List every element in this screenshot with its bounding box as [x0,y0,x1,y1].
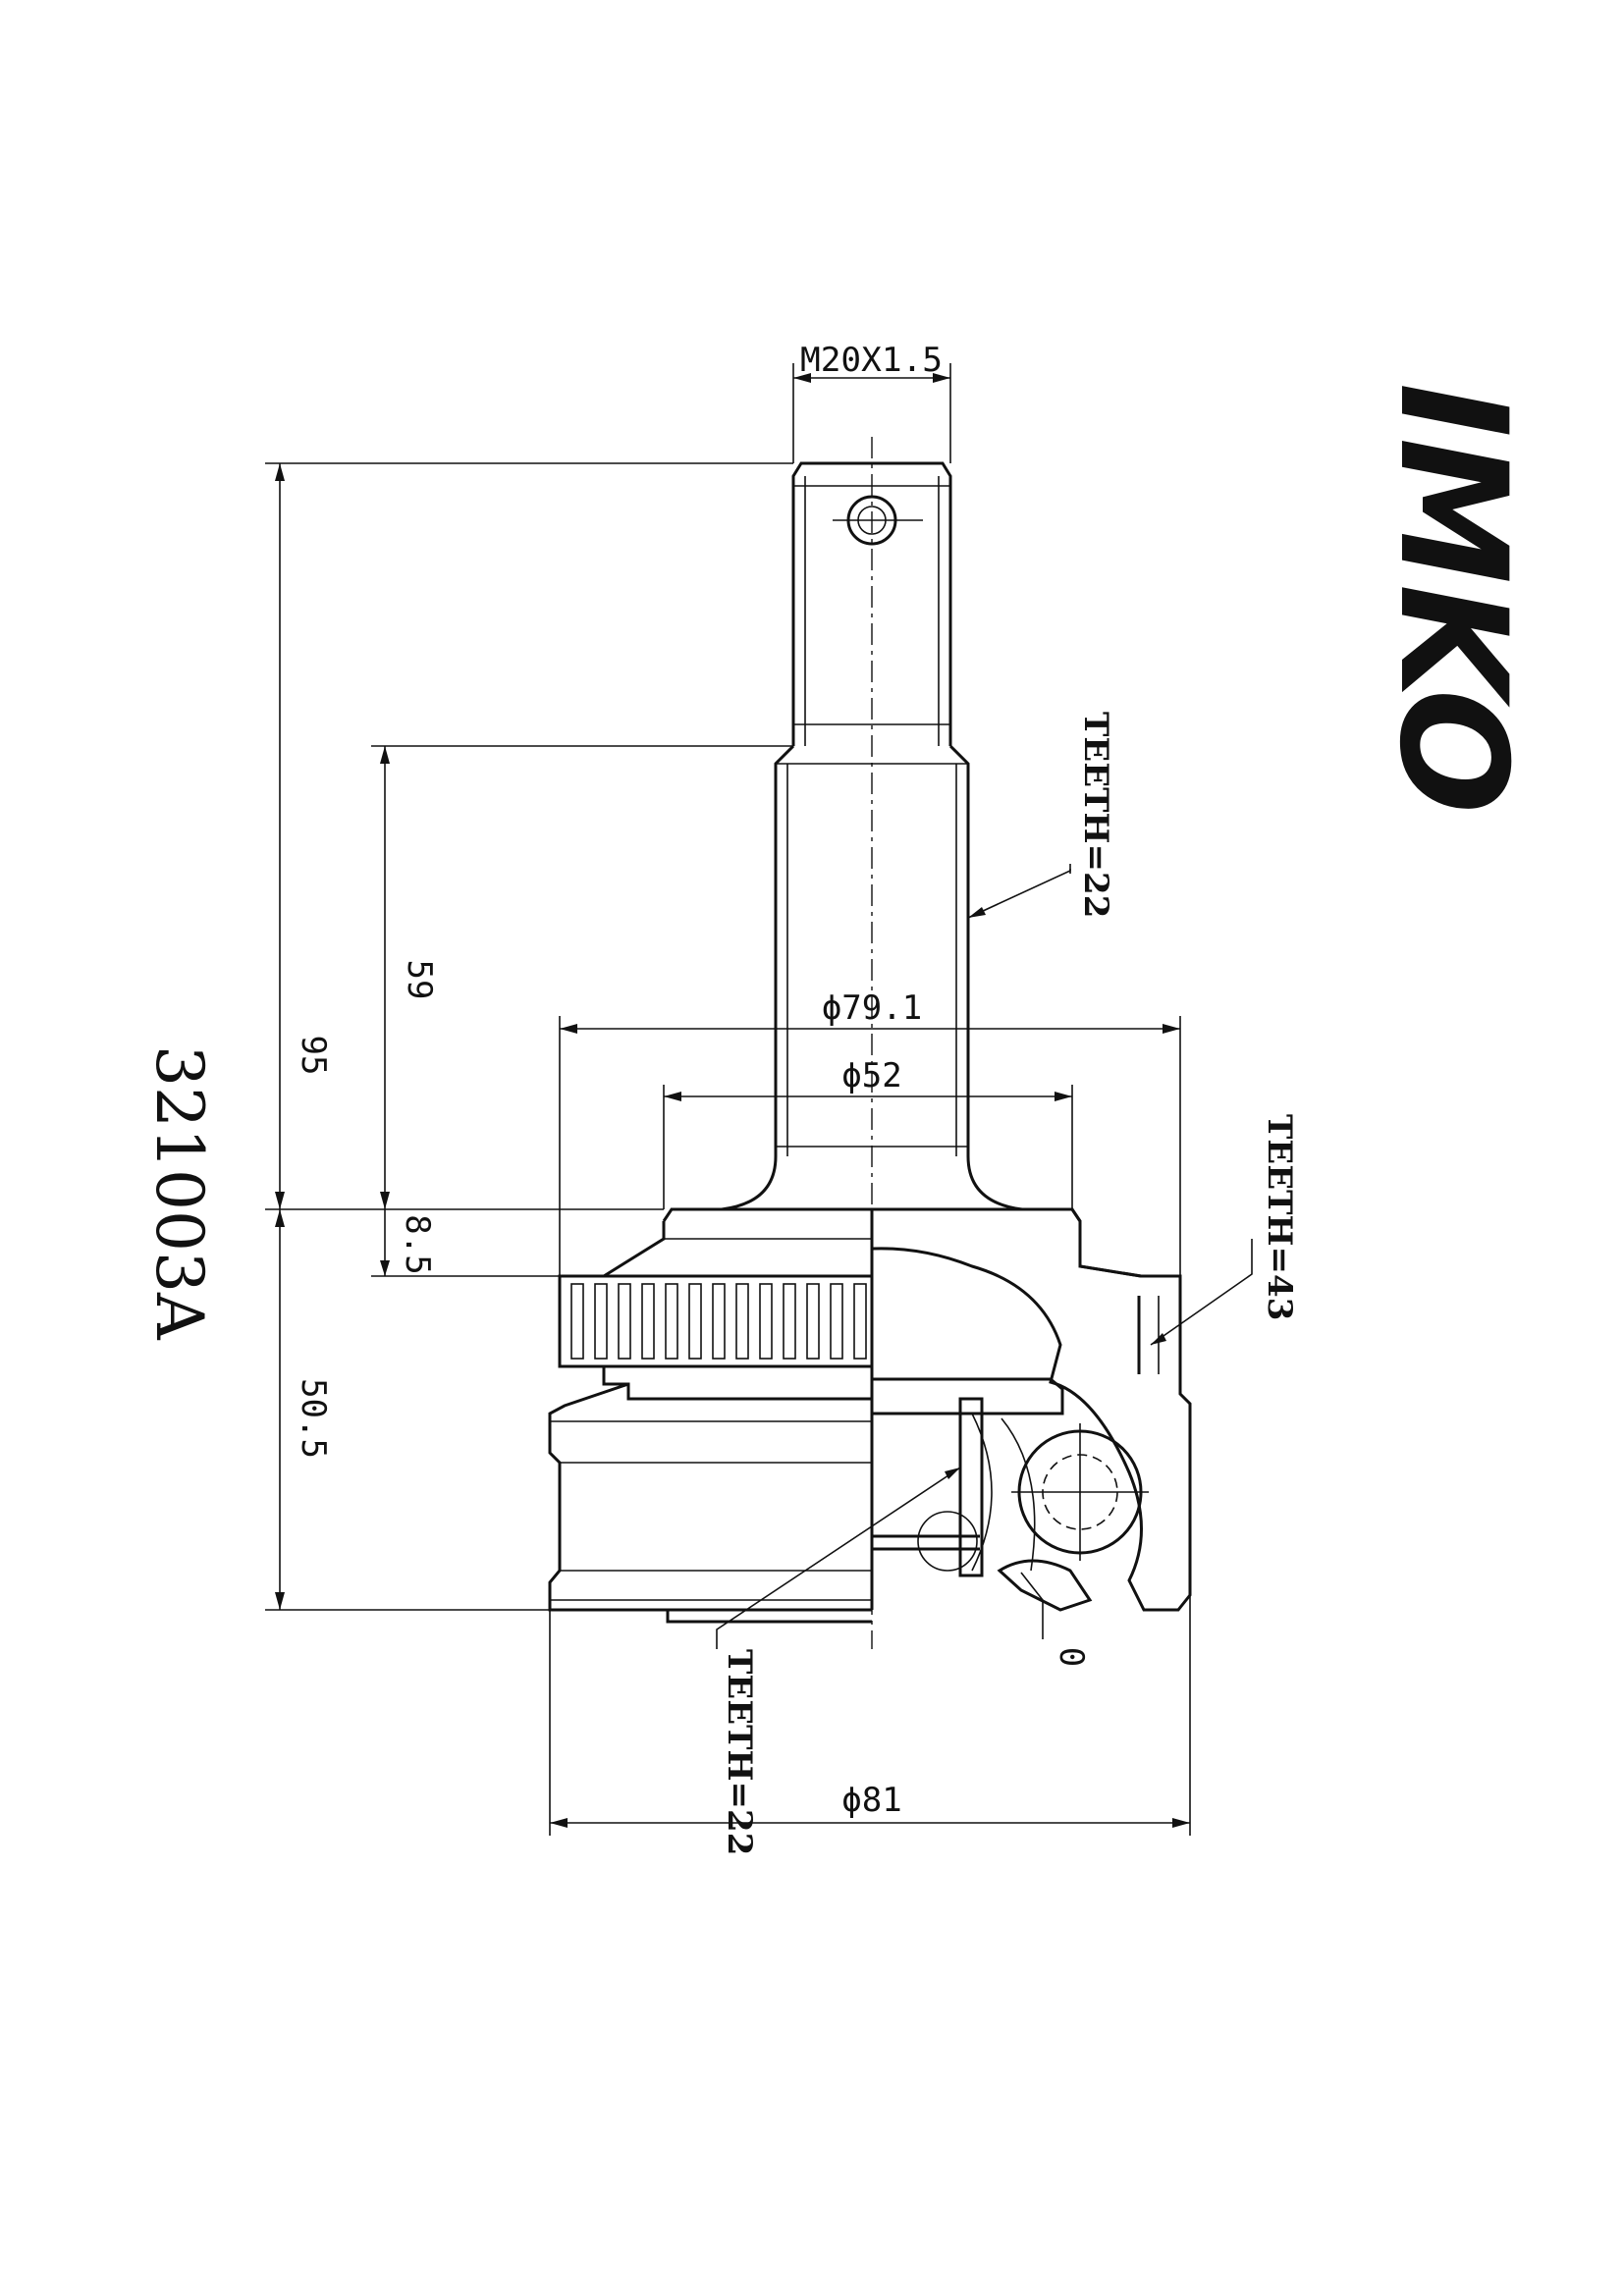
tone-ring-tooth [712,1283,726,1360]
tone-ring-tooth [783,1283,796,1360]
collar [603,1207,1182,1364]
inner-spline-callout: TEETH=22 [720,1649,759,1855]
collar-height-dimension: 8.5 [398,1214,437,1274]
housing-height-dimension: 50.5 [294,1378,333,1459]
tone-ring-tooth [618,1283,631,1360]
thread-dimension: M20X1.5 [800,341,943,380]
tone-ring-tooth [570,1283,584,1360]
stem-spline-callout: TEETH=22 [1076,712,1115,918]
section-view [870,1207,1192,1612]
leader-lines [716,864,1253,1649]
tone-ring-tooth [594,1283,608,1360]
threaded-stem [791,461,952,746]
tone-ring-tooth [641,1283,655,1360]
stem-length-dimension: 59 [400,960,439,1000]
tone-ring-tooth [735,1283,749,1360]
abs-ring-teeth-callout: TEETH=43 [1260,1114,1299,1320]
overall-length-dimension: 95 [294,1036,333,1076]
tone-ring-tooth [853,1283,867,1360]
tone-ring-tooth [759,1283,773,1360]
housing-diameter-dimension: ϕ81 [841,1781,901,1820]
brand-logo: IMKO [1367,383,1538,814]
tone-ring-tooth [688,1283,702,1360]
outer-housing [548,1382,872,1624]
part-number: 321003A [141,1045,217,1341]
angle-dimension: 0 [1052,1647,1091,1667]
abs-tone-ring [558,1274,874,1401]
splined-stem [721,744,1023,1211]
dimension-lines [265,363,1191,1836]
tone-ring-tooth [665,1283,678,1360]
abs-ring-diameter-dimension: ϕ79.1 [822,988,922,1028]
tone-ring-tooth [806,1283,820,1360]
tone-ring-tooth [830,1283,843,1360]
seat-diameter-dimension: ϕ52 [841,1056,901,1095]
